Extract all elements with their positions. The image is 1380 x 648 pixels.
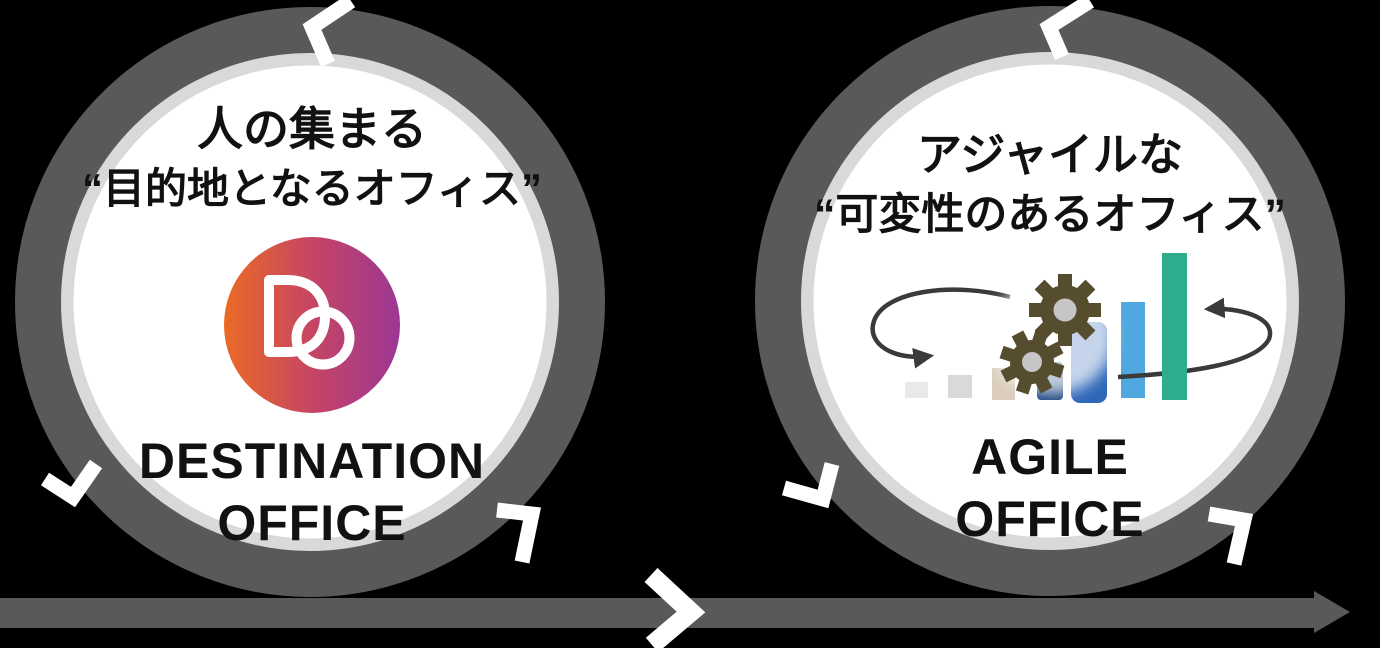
right-ring-top-chevron-icon	[1039, 0, 1095, 60]
timeline-break-chevron-icon	[644, 568, 706, 648]
logo-letter-o	[291, 306, 355, 370]
agile-office-icon	[870, 253, 1273, 403]
timeline-arrowhead-icon	[1314, 591, 1350, 633]
title-line: OFFICE	[217, 495, 407, 551]
bar-7	[1162, 253, 1187, 400]
right-ring-bottomright-chevron-icon	[1207, 506, 1254, 566]
title-line: AGILE	[971, 429, 1129, 485]
left-ring-top-chevron-icon	[302, 0, 356, 67]
tagline-line: 人の集まる	[197, 103, 427, 155]
left-circle-inner-ring	[60, 52, 560, 552]
destination-office-tagline: 人の集まる “目的地となるオフィス”	[12, 98, 612, 218]
agile-office-tagline: アジャイルな “可変性のあるオフィス”	[750, 124, 1350, 244]
title-line: DESTINATION	[138, 433, 486, 489]
logo-gradient-disc	[224, 237, 400, 413]
gear-small-hole	[1022, 352, 1042, 372]
timeline-arrow	[0, 591, 1350, 633]
bar-1	[905, 382, 928, 398]
tagline-line: “可変性のあるオフィス”	[813, 191, 1287, 239]
tagline-line: “目的地となるオフィス”	[82, 165, 542, 212]
timeline-arrow-shaft	[0, 598, 1316, 628]
right-ring-bottomleft-chevron-icon	[781, 462, 840, 509]
title-line: OFFICE	[955, 491, 1145, 547]
cycle-break-marks	[40, 0, 1254, 648]
destination-office-logo	[224, 237, 400, 413]
tagline-line: アジャイルな	[917, 129, 1183, 180]
bar-2	[948, 375, 972, 398]
cycle-arrow-left-icon	[870, 287, 1011, 369]
bar-6	[1121, 302, 1145, 398]
logo-do-monogram	[264, 275, 355, 370]
right-circle-inner-ring	[800, 51, 1300, 551]
destination-office-title: DESTINATION OFFICE	[12, 430, 612, 554]
agile-office-title: AGILE OFFICE	[750, 426, 1350, 550]
gear-large-hole	[1053, 298, 1077, 322]
left-ring-bottomright-chevron-icon	[496, 502, 542, 564]
gear-large-icon	[1029, 274, 1101, 346]
gear-small-icon	[999, 329, 1065, 395]
left-ring-bottomleft-chevron-icon	[40, 459, 103, 508]
